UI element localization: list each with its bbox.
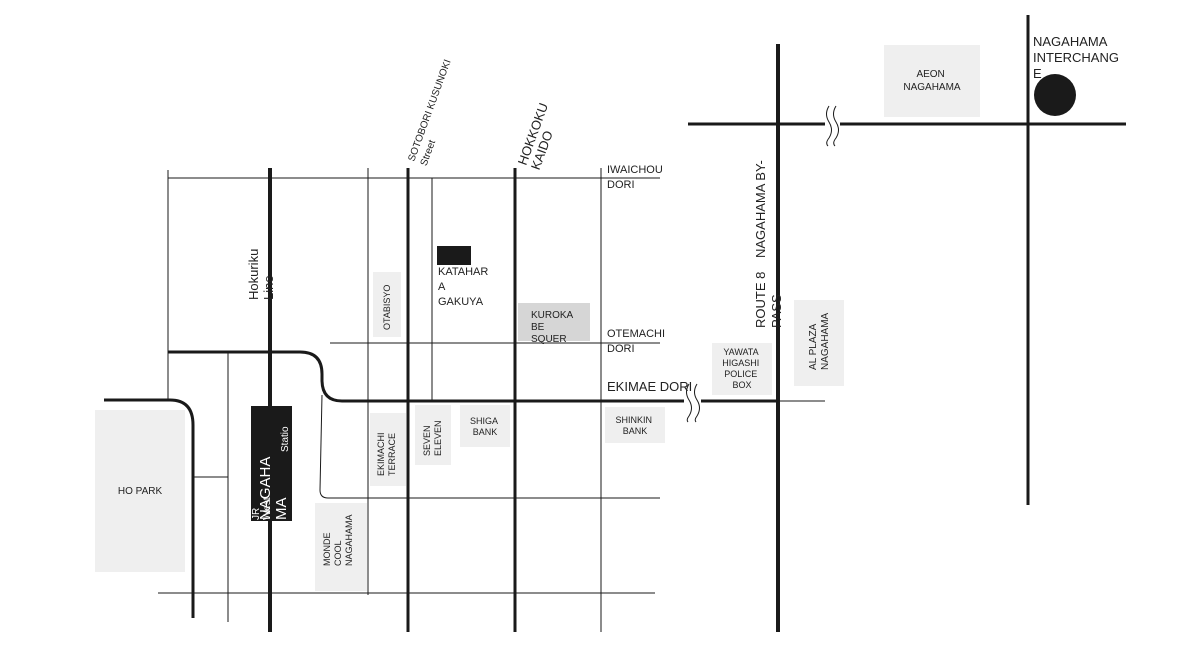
secondary-roads	[104, 122, 1126, 632]
station-label: Statio n	[280, 424, 302, 452]
nagahama-station-label: NAGAHA MA	[257, 453, 290, 520]
ekimachi-terrace-block[interactable]	[370, 413, 406, 486]
aeon-nagahama-block[interactable]	[884, 45, 980, 117]
jr-west-label: JR West	[251, 497, 273, 520]
ekimae-dori-label: EKIMAE DORI	[607, 379, 692, 394]
nagahama-interchange-label: NAGAHAMA INTERCHANG E	[1033, 34, 1123, 81]
monde-cool-block[interactable]	[315, 503, 367, 591]
seven-eleven-block[interactable]	[415, 405, 451, 465]
station-loop-road	[319, 394, 660, 499]
kurokabe-square-label: KUROKA BE SQUER	[531, 310, 575, 345]
katahara-gakuya-label: KATAHAR A GAKUYA	[438, 266, 491, 308]
hokuriku-line-label: Hokuriku Line	[246, 245, 276, 300]
yawata-police-box-label: YAWATA HIGASHI POLICE BOX	[722, 347, 762, 390]
interchange-marker-icon[interactable]	[1034, 74, 1076, 116]
iwaichou-dori-label: IWAICHOU DORI	[607, 164, 666, 191]
kurokabe-square-block[interactable]	[518, 303, 590, 341]
park-curve-road	[104, 398, 195, 618]
major-roads	[268, 15, 1030, 632]
ekimachi-terrace-label: EKIMACHI TERRACE	[376, 430, 397, 476]
seven-eleven-label: SEVEN ELEVEN	[422, 420, 443, 456]
route8-bypass-label: ROUTE 8 NAGAHAMA BY- PASS	[753, 157, 784, 328]
shinkin-bank-block[interactable]	[605, 407, 665, 443]
yawata-police-box-block[interactable]	[712, 343, 772, 395]
ho-park-label: HO PARK	[118, 486, 163, 497]
otabisyo-label: OTABISYO	[382, 285, 392, 330]
nagahama-station-block[interactable]	[251, 406, 292, 521]
shinkin-bank-label: SHINKIN BANK	[615, 415, 654, 436]
shiga-bank-block[interactable]	[460, 405, 510, 447]
al-plaza-label: AL PLAZA NAGAHAMA	[808, 312, 831, 370]
aeon-nagahama-label: AEON NAGAHAMA	[903, 69, 961, 93]
ho-park-block[interactable]	[95, 410, 185, 572]
katahara-marker-icon[interactable]	[437, 246, 471, 265]
sotobori-street-label: SOTOBORI KUSUNOKI Street	[406, 56, 466, 168]
road-break-icon	[685, 382, 701, 423]
monde-cool-label: MONDE COOL NAGAHAMA	[322, 514, 354, 566]
al-plaza-block[interactable]	[794, 300, 844, 386]
upper-west-road	[168, 350, 684, 403]
road-break-icon	[826, 104, 840, 147]
otemachi-dori-label: OTEMACHI DORI	[607, 328, 668, 355]
shiga-bank-label: SHIGA BANK	[470, 416, 500, 437]
otabisyo-block[interactable]	[373, 272, 401, 337]
hokkoku-kaido-label: HOKKOKU KAIDO	[515, 97, 566, 171]
